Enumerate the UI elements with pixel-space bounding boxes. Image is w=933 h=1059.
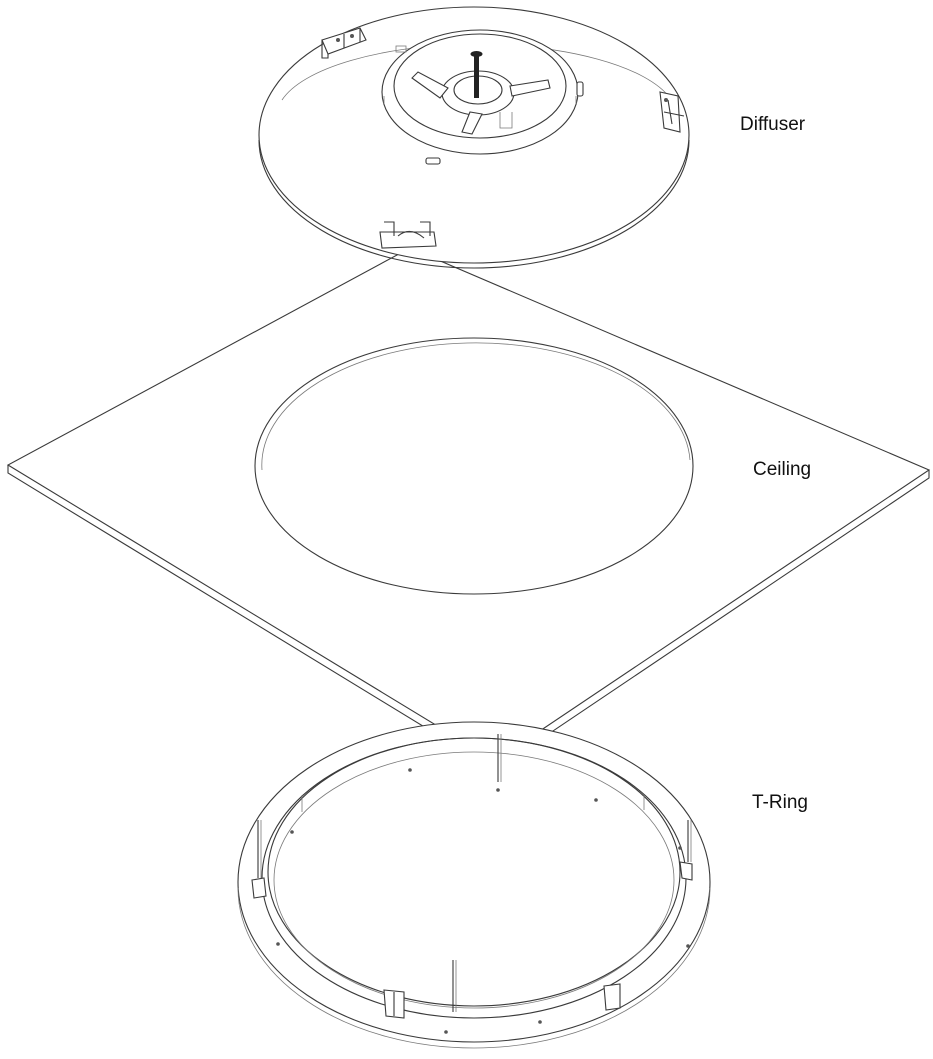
t-ring-wall-seams [301,795,645,812]
diffuser-slot-front [425,157,441,165]
diffuser [258,6,690,269]
diffuser-slot-right [576,81,584,97]
diffuser-clip-right [659,91,685,133]
t-ring [237,721,711,1049]
ceiling-top-face [6,247,931,762]
diffuser-hub-post [499,112,513,129]
diffuser-arm-left [411,71,449,99]
t-ring-flange-outer [237,721,711,1043]
ceiling-cutout-inner-edge [261,342,691,471]
t-ring-pins [257,734,692,1012]
diffuser-rod-top [470,51,483,57]
label-ceiling: Ceiling [753,459,812,480]
ceiling-panel [6,247,931,771]
t-ring-holes [276,768,690,1034]
label-diffuser: Diffuser [740,114,806,135]
t-ring-wall-top [267,737,681,1007]
t-ring-wall-bottom [273,751,675,1009]
diffuser-arm-bottom [461,111,483,135]
diffuser-disc-rim [258,139,690,269]
t-ring-clips [251,861,693,1019]
ceiling-cutout [254,337,694,595]
diffuser-collar-inner [393,33,567,139]
diffuser-collar-side [383,96,577,104]
diffuser-slot-back [395,45,407,53]
t-ring-flange-lower-edge [237,887,711,1049]
diffuser-threaded-rod [474,54,479,98]
diffuser-clip-left [321,27,367,59]
label-t-ring: T-Ring [752,792,808,813]
diffuser-clip-front [379,221,437,249]
diffuser-arm-right [509,79,551,97]
